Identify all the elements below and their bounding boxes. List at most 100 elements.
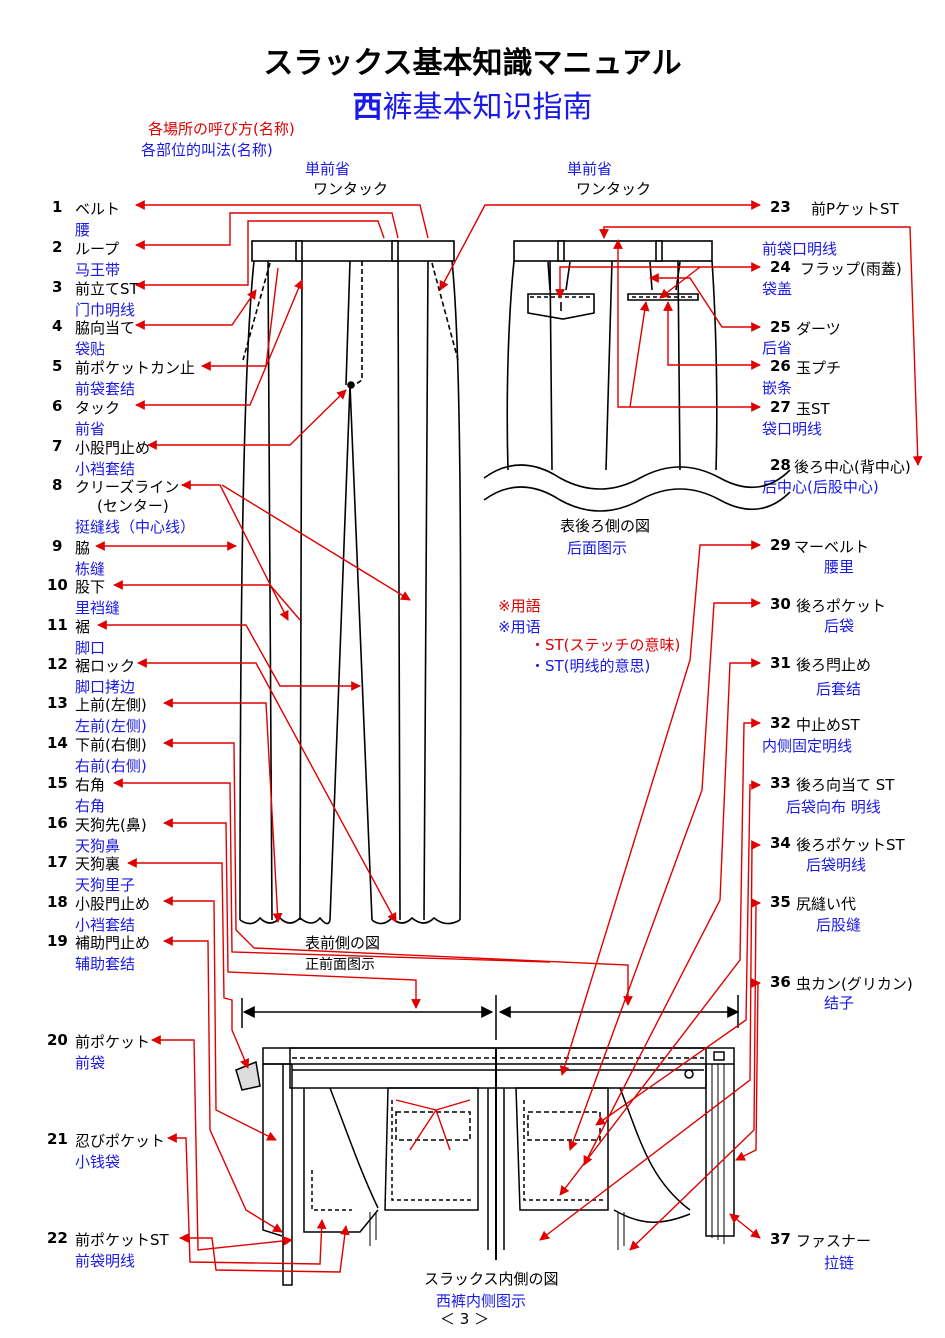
front-top-label-b: ワンタック xyxy=(313,180,389,198)
legend-label-jp: 尻縫い代 xyxy=(796,895,857,913)
legend-label-cn: 挺缝线（中心线） xyxy=(75,518,196,536)
legend-number: 31 xyxy=(770,654,791,672)
note-heading-jp: ※用語 xyxy=(498,597,541,615)
leader-lines xyxy=(95,200,923,1273)
title-cn-rest: 裤基本知识指南 xyxy=(382,90,593,125)
page-number: ＜ 3 ＞ xyxy=(440,1310,490,1328)
legend-label-cn: 右角 xyxy=(75,797,106,815)
back-caption-jp: 表後ろ側の図 xyxy=(560,517,651,535)
legend-label-jp: 前PケットST xyxy=(811,200,899,218)
back-trousers-drawing xyxy=(483,240,791,512)
legend-number: 16 xyxy=(47,814,68,832)
legend-number: 32 xyxy=(770,714,791,732)
legend-label-jp: 中止めST xyxy=(796,716,860,734)
legend-number: 30 xyxy=(770,595,791,613)
legend-label-cn: 后股缝 xyxy=(816,916,862,934)
page-title-cn: 西裤基本知识指南 xyxy=(0,82,945,126)
legend-number: 13 xyxy=(47,694,68,712)
legend-label-jp: 小股門止め xyxy=(75,439,151,457)
legend-label-cn: 腰 xyxy=(75,221,91,239)
legend-number: 3 xyxy=(52,278,63,296)
legend-number: 23 xyxy=(770,198,791,216)
legend-label-cn: 内侧固定明线 xyxy=(762,737,853,755)
legend-number: 37 xyxy=(770,1230,791,1248)
legend-number: 9 xyxy=(52,537,63,555)
legend-label-cn: 里裆缝 xyxy=(75,599,121,617)
legend-label-jp: 天狗裏 xyxy=(75,855,121,873)
legend-label-cn: 天狗鼻 xyxy=(75,837,121,855)
legend-label-jp: タック xyxy=(75,399,121,417)
legend-label-cn: 小裆套结 xyxy=(75,460,136,478)
legend-label-cn: 左前(左侧) xyxy=(75,717,147,735)
legend-number: 18 xyxy=(47,893,68,911)
legend-label-cn: 后中心(后股中心) xyxy=(762,478,879,496)
inner-caption-jp: スラックス内側の図 xyxy=(424,1270,559,1288)
legend-label-jp: 後ろ向当て ST xyxy=(796,776,895,794)
legend-label-jp-sub: (センター) xyxy=(97,497,169,515)
legend-label-jp: 後ろポケット xyxy=(796,597,887,615)
legend-label-jp: 上前(左側) xyxy=(75,696,147,714)
legend-label-jp: ベルト xyxy=(75,200,121,218)
legend-label-cn: 小裆套结 xyxy=(75,916,136,934)
legend-number: 33 xyxy=(770,774,791,792)
legend-label-cn: 后袋向布 明线 xyxy=(786,798,881,816)
legend-number: 7 xyxy=(52,437,63,455)
inner-caption-cn: 西裤内侧图示 xyxy=(436,1292,527,1310)
legend-label-cn: 后袋 xyxy=(824,617,855,635)
legend-label-jp: 裾 xyxy=(75,618,91,636)
legend-number: 8 xyxy=(52,476,63,494)
legend-number: 19 xyxy=(47,932,68,950)
page-title: スラックス基本知識マニュアル xyxy=(263,46,682,81)
legend-label-cn: 腰里 xyxy=(824,558,855,576)
legend-number: 29 xyxy=(770,536,791,554)
legend-number: 14 xyxy=(47,734,68,752)
legend-label-cn: 前省 xyxy=(75,420,106,438)
back-top-label-a: 単前省 xyxy=(567,160,613,178)
legend-label-cn: 右前(右侧) xyxy=(75,757,147,775)
back-top-label-b: ワンタック xyxy=(576,180,652,198)
inner-trousers-drawing xyxy=(235,995,740,1286)
legend-number: 35 xyxy=(770,893,791,911)
legend-number: 22 xyxy=(47,1229,68,1247)
legend-number: 12 xyxy=(47,655,68,673)
legend-label-cn: 前袋套结 xyxy=(75,380,136,398)
legend-label-cn: 小钱袋 xyxy=(75,1153,121,1171)
legend-label-cn: 前袋明线 xyxy=(75,1252,136,1270)
legend-label-cn: 天狗里子 xyxy=(75,876,136,894)
legend-label-jp: 股下 xyxy=(75,578,106,596)
note-heading-cn: ※用语 xyxy=(498,618,541,636)
legend-label-jp: 天狗先(鼻) xyxy=(75,816,147,834)
legend-label-jp: クリーズライン xyxy=(75,478,180,496)
legend-label-jp: 右角 xyxy=(75,776,106,794)
legend-number: 6 xyxy=(52,397,63,415)
legend-number: 36 xyxy=(770,973,791,991)
legend-label-cn: 后套结 xyxy=(816,680,862,698)
legend-number: 2 xyxy=(52,238,63,256)
legend-label-jp: 前立てST xyxy=(75,280,139,298)
legend-number: 10 xyxy=(47,576,68,594)
legend-label-cn: 前袋 xyxy=(75,1054,106,1072)
legend-label-jp: 脇 xyxy=(75,539,91,557)
legend-label-jp: 下前(右側) xyxy=(75,736,147,754)
legend-number: 11 xyxy=(47,616,68,634)
legend-label-cn: 辅助套结 xyxy=(75,955,136,973)
legend-label-jp: 脇向当て xyxy=(75,319,136,337)
legend-number: 15 xyxy=(47,774,68,792)
legend-label-jp: 後ろポケットST xyxy=(796,836,905,854)
legend-number: 1 xyxy=(52,198,63,216)
subtitle-jp: 各場所の呼び方(名称) xyxy=(148,120,295,138)
legend-label-jp: ファスナー xyxy=(796,1232,872,1250)
legend-label-jp: マーベルト xyxy=(794,538,870,556)
front-top-label-a: 単前省 xyxy=(305,160,351,178)
legend-label-jp: 虫カン(グリカン) xyxy=(796,975,913,993)
legend-number: 21 xyxy=(47,1130,68,1148)
legend-label-jp: 忍びポケット xyxy=(75,1132,166,1150)
legend-number: 20 xyxy=(47,1031,68,1049)
legend-label-cn: 马王带 xyxy=(75,261,121,279)
legend-label-cn: 后袋明线 xyxy=(806,856,867,874)
title-cn-highlight: 西 xyxy=(352,90,383,125)
legend-label-cn: 拉链 xyxy=(824,1254,855,1272)
legend-label-cn: 栋缝 xyxy=(75,560,106,578)
legend-number: 34 xyxy=(770,834,791,852)
legend-label-jp: ループ xyxy=(75,240,120,258)
